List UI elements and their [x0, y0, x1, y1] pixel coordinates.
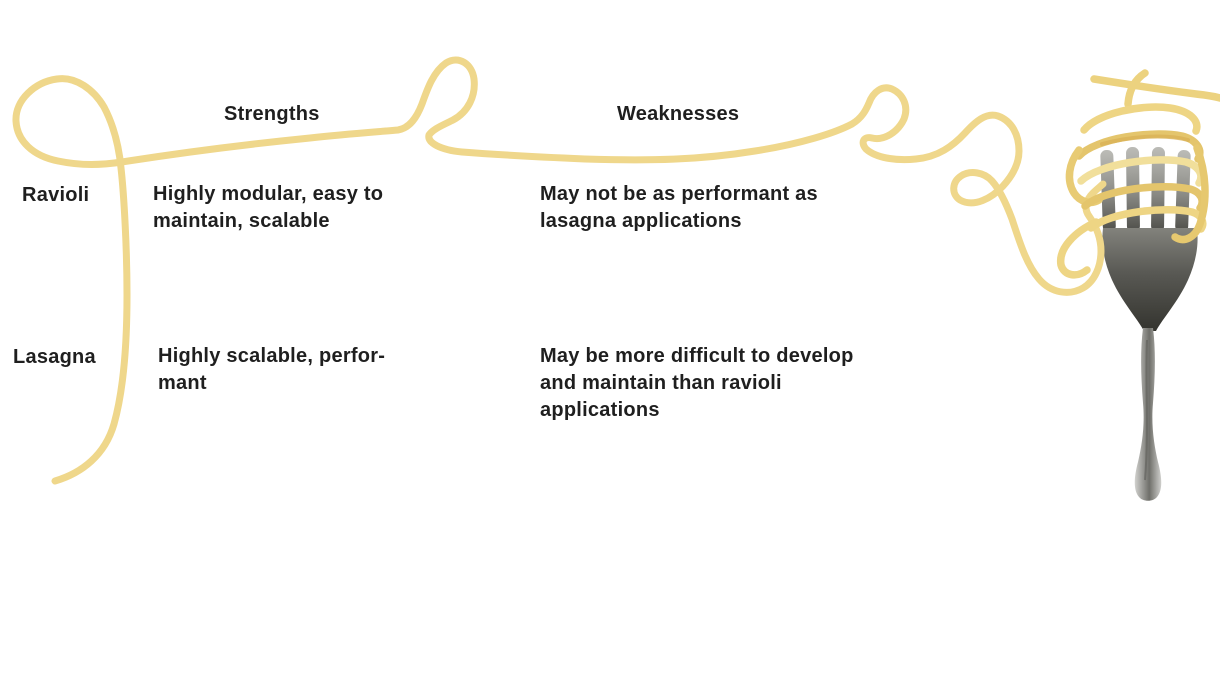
spaghetti-twirl-icon: [1057, 69, 1220, 279]
twirl-right-hang: [1171, 144, 1209, 244]
twirl-shadow-1: [1100, 134, 1190, 146]
twirl-loose-end-short: [1124, 69, 1149, 108]
cell-lasagna-strengths: Highly scalable, perfor- mant: [158, 345, 386, 394]
fork-handle-shadow-line: [1144, 339, 1148, 481]
cell-ravioli-weaknesses: May not be as performant as lasagna appl…: [540, 183, 818, 232]
fork-icon: [1100, 146, 1198, 501]
twirl-loose-end-long: [1090, 75, 1220, 102]
spaghetti-line-icon: [12, 56, 1107, 485]
column-header-weaknesses: Weaknesses: [617, 103, 740, 125]
column-header-strengths: Strengths: [224, 103, 320, 125]
twirl-under-hook: [1057, 218, 1100, 279]
fork-handle: [1134, 328, 1162, 501]
row-label-ravioli: Ravioli: [22, 184, 90, 206]
cell-lasagna-weaknesses: May be more difficult to develop and mai…: [540, 345, 854, 421]
twirl-wrap-1: [1080, 103, 1201, 135]
spaghetti-divider-path: [12, 56, 1107, 485]
fork-head: [1102, 228, 1198, 331]
row-label-lasagna: Lasagna: [13, 346, 96, 368]
cell-ravioli-strengths: Highly modular, easy to maintain, scalab…: [153, 183, 384, 232]
